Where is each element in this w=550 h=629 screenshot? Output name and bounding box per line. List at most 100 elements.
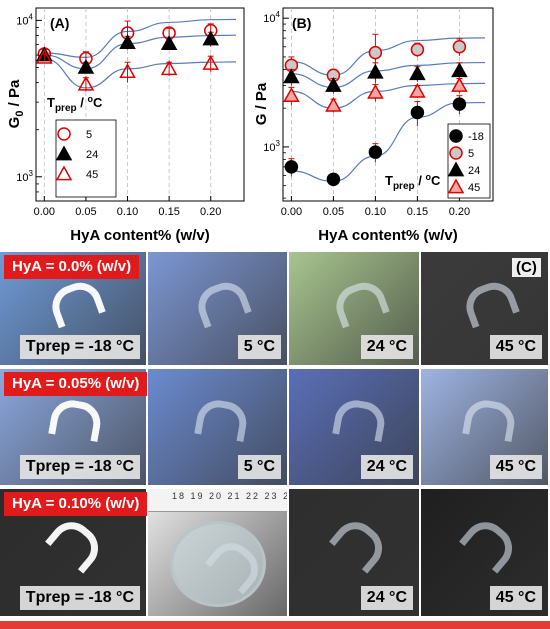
legend-marker	[447, 178, 465, 194]
gel-sample	[48, 397, 104, 443]
gel-sample	[45, 512, 108, 574]
panel-label-c: (C)	[512, 258, 541, 277]
gel-sample	[459, 512, 522, 574]
photo-panel: Tprep = -18 °C 5 °C 24 °C 45 °C HyA = 0.0% (…	[0, 252, 550, 621]
x-axis-label-a: HyA content% (w/v)	[70, 227, 209, 244]
temperature-label: Tprep = -18 °C	[19, 586, 140, 610]
x-tick-label: 0.15	[407, 206, 428, 218]
legend-marker	[57, 127, 71, 141]
gel-sample	[328, 512, 391, 574]
photo-row1-col2: 5 °C	[148, 252, 287, 365]
x-tick-label: 0.10	[365, 206, 386, 218]
x-tick-label: 0.20	[200, 206, 221, 218]
bottom-red-bar	[0, 621, 550, 629]
panel-label-a: (A)	[50, 15, 69, 31]
temperature-label: Tprep = -18 °C	[19, 335, 140, 359]
data-point-45	[283, 87, 300, 103]
gel-sample	[46, 276, 106, 329]
data-point-45	[409, 82, 426, 98]
data-points-a	[36, 20, 219, 92]
x-tick-label: 0.05	[323, 206, 344, 218]
data-point-24	[77, 58, 95, 74]
legend-label: 45	[86, 169, 98, 181]
data-point-45	[77, 75, 95, 91]
data-point-5	[452, 39, 467, 54]
data-point-24	[409, 65, 426, 81]
data-point-45	[451, 76, 468, 92]
gel-sample	[460, 276, 521, 329]
temperature-label: 24 °C	[360, 335, 413, 359]
data-point--18	[284, 160, 299, 174]
data-point-24	[283, 68, 300, 84]
chart-panel-b: 0.00 0.05 0.10 0.15 0.20 103 104 (B) G / Pa Hy…	[253, 7, 494, 244]
data-point-24	[202, 30, 219, 46]
axis-ticks-a: 0.00 0.05 0.10 0.15 0.20 103 104	[16, 12, 221, 218]
axis-ticks-b: 0.00 0.05 0.10 0.15 0.20 103 104	[263, 10, 470, 218]
x-tick-label: 0.05	[75, 206, 96, 218]
data-point--18	[452, 97, 467, 111]
x-tick-label: 0.10	[117, 206, 138, 218]
panel-label-b: (B)	[292, 15, 311, 31]
data-point-24	[119, 34, 136, 50]
temperature-label: 5 °C	[237, 335, 281, 359]
legend-label: 24	[468, 165, 480, 177]
data-point-5	[368, 45, 383, 60]
legend-label: -18	[468, 131, 484, 143]
hya-concentration-badge: HyA = 0.05% (w/v)	[4, 372, 148, 396]
fit-curve	[44, 18, 237, 58]
x-tick-label: 0.00	[281, 206, 302, 218]
data-point-45	[325, 96, 342, 112]
legend-marker	[449, 129, 463, 143]
photo-row1-col3: 24 °C	[289, 252, 419, 365]
legend-marker	[55, 165, 73, 181]
photo-row3-col4: 45 °C	[421, 489, 548, 616]
x-tick-label: 0.00	[34, 206, 55, 218]
fit-curve	[44, 57, 237, 89]
legend-marker	[449, 146, 463, 160]
data-point-45	[367, 83, 384, 99]
y-tick-label: 103	[263, 139, 280, 154]
data-point--18	[410, 105, 425, 120]
gel-sample	[329, 276, 390, 329]
photo-row2-col3: 24 °C	[289, 369, 419, 485]
legend-label: 24	[86, 149, 98, 161]
data-point-5	[410, 42, 425, 57]
data-point-24	[160, 35, 178, 50]
temperature-label: 45 °C	[489, 586, 542, 610]
gel-sample	[193, 397, 250, 443]
y-axis-label-b: G / Pa	[253, 82, 270, 125]
y-tick-label: 104	[16, 12, 33, 27]
photo-row3-col2: 18 19 20 21 22 23 24 25 2	[148, 489, 287, 616]
data-point--18	[368, 145, 383, 159]
temperature-label: 24 °C	[360, 586, 413, 610]
legend-label: 45	[468, 182, 480, 194]
ruler: 18 19 20 21 22 23 24 25 2	[148, 489, 287, 512]
legend-label: 5	[468, 148, 474, 160]
photo-row1-col4: 45 °C	[421, 252, 548, 365]
x-axis-label-b: HyA content% (w/v)	[318, 227, 457, 244]
petri-dish	[170, 521, 266, 607]
data-point-24	[451, 62, 468, 78]
gel-sample	[331, 397, 388, 443]
legend-marker	[447, 161, 465, 177]
data-point--18	[326, 172, 341, 187]
x-tick-label: 0.15	[158, 206, 179, 218]
temperature-label: 5 °C	[237, 455, 281, 479]
temperature-label: 24 °C	[360, 455, 413, 479]
data-point-45	[202, 54, 219, 70]
data-point-24	[367, 63, 384, 79]
photo-row2-col4: 45 °C	[421, 369, 548, 485]
hya-concentration-badge: HyA = 0.0% (w/v)	[4, 255, 140, 279]
data-points-b	[283, 33, 468, 187]
y-tick-label: 104	[263, 10, 280, 25]
legend-label: 5	[86, 129, 92, 141]
y-tick-label: 103	[16, 169, 33, 184]
gel-sample	[462, 397, 519, 443]
gel-sample	[191, 276, 252, 329]
temperature-label: 45 °C	[489, 455, 542, 479]
data-point-45	[119, 63, 136, 79]
x-tick-label: 0.20	[449, 206, 470, 218]
